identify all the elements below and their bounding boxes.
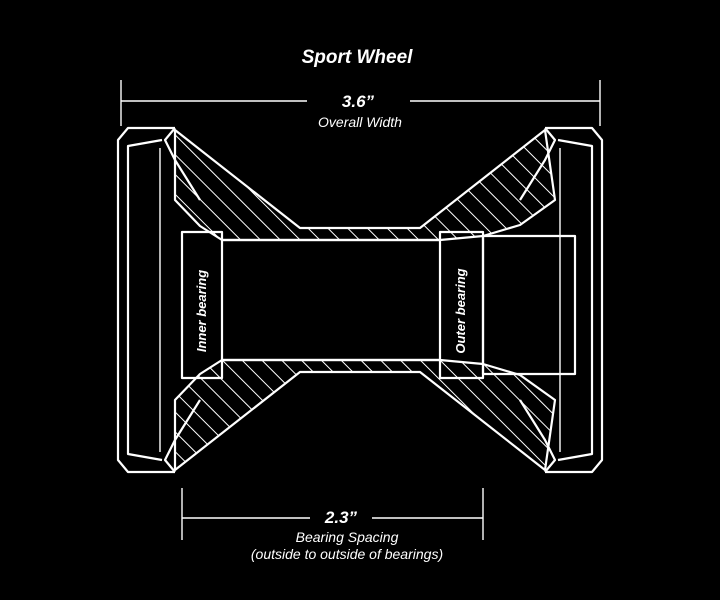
hub-bore — [222, 238, 440, 362]
overall-width-value: 3.6” — [342, 92, 375, 111]
bearing-spacing-note: (outside to outside of bearings) — [251, 546, 443, 562]
inner-bearing: Inner bearing — [180, 230, 224, 380]
overall-width-dimension: 3.6” Overall Width — [120, 80, 601, 130]
hub-section-bottom — [173, 358, 557, 472]
left-flange — [116, 126, 201, 474]
bearing-spacing-label: Bearing Spacing — [296, 529, 399, 545]
outer-bearing: Outer bearing — [438, 230, 577, 380]
inner-bearing-label: Inner bearing — [194, 270, 209, 352]
overall-width-label: Overall Width — [318, 114, 402, 130]
outer-bearing-label: Outer bearing — [453, 268, 468, 353]
bearing-spacing-dimension: 2.3” Bearing Spacing (outside to outside… — [181, 488, 484, 562]
right-flange — [519, 126, 604, 474]
hub-section-top — [173, 128, 557, 242]
bearing-spacing-value: 2.3” — [324, 508, 358, 527]
diagram-title: Sport Wheel — [302, 47, 414, 68]
